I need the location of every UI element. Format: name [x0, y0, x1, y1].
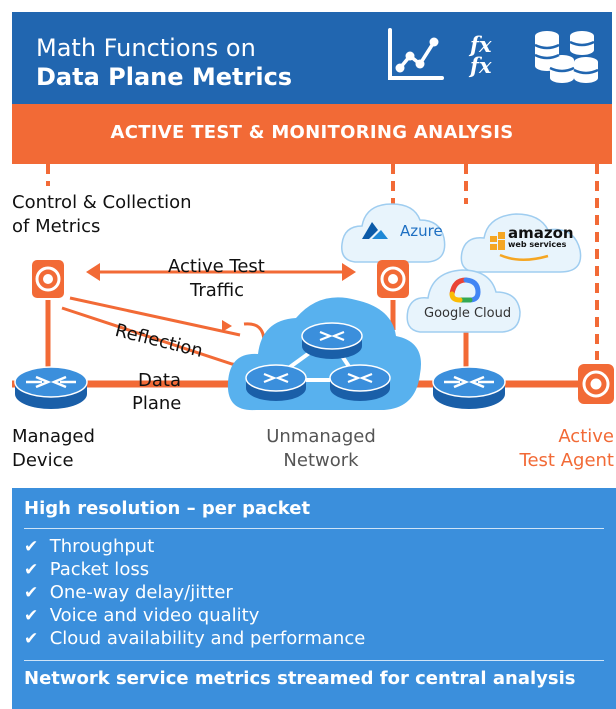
metrics-list: ✔ Throughput ✔ Packet loss ✔ One-way del… [24, 536, 365, 651]
agent-label-line2: Test Agent [519, 450, 614, 471]
list-item: ✔ Packet loss [24, 559, 365, 582]
network-router-icon [245, 364, 307, 401]
check-icon: ✔ [24, 606, 39, 626]
google-cloud-label: Google Cloud [424, 306, 512, 321]
agent-label-line1: Active [558, 426, 614, 447]
panel-footer: Network service metrics streamed for cen… [24, 668, 576, 689]
amazon-label: amazon web services [508, 224, 574, 250]
amazon-label-main: amazon [508, 224, 574, 242]
header-banner: Math Functions on Data Plane Metrics fx … [12, 12, 612, 104]
managed-router-icon [14, 366, 88, 409]
fx-label-top: fx [470, 32, 492, 57]
active-test-label-line2: Traffic [190, 280, 245, 301]
fx-formula-icon: fx fx [470, 34, 492, 76]
azure-label: Azure [400, 222, 443, 240]
data-plane-label-line1: Data [138, 370, 181, 391]
managed-label-line2: Device [12, 450, 74, 471]
control-label-line2: of Metrics [12, 216, 101, 237]
list-item-label: Packet loss [49, 559, 150, 580]
fx-label-bottom: fx [470, 53, 492, 78]
data-plane-label-line2: Plane [132, 393, 182, 414]
control-agent-icon [32, 260, 64, 298]
panel-heading: High resolution – per packet [24, 498, 311, 519]
header-title-line2: Data Plane Metrics [36, 63, 293, 91]
check-icon: ✔ [24, 560, 39, 580]
metrics-panel: High resolution – per packet ✔ Throughpu… [12, 488, 616, 709]
amazon-cloud [460, 213, 582, 273]
line-chart-icon [388, 28, 444, 80]
list-item-label: Voice and video quality [49, 605, 260, 626]
unmanaged-label-line1: Unmanaged [266, 426, 376, 447]
header-title-line1: Math Functions on [36, 34, 256, 62]
cloud-agent-icon [377, 260, 409, 298]
list-item-label: Throughput [49, 536, 155, 557]
database-stack-icon [534, 31, 599, 83]
check-icon: ✔ [24, 629, 39, 649]
banner-label: ACTIVE TEST & MONITORING ANALYSIS [110, 122, 514, 143]
unmanaged-label-line2: Network [283, 450, 359, 471]
list-item: ✔ One-way delay/jitter [24, 582, 365, 605]
control-label-line1: Control & Collection [12, 192, 192, 213]
list-item: ✔ Voice and video quality [24, 605, 365, 628]
edge-router-icon [432, 366, 506, 409]
active-test-agent-icon [578, 364, 614, 404]
list-item-label: One-way delay/jitter [49, 582, 233, 603]
amazon-logo-icon [490, 232, 549, 261]
network-router-icon [301, 322, 363, 359]
list-item-label: Cloud availability and performance [49, 628, 366, 649]
azure-cloud [341, 203, 446, 263]
network-router-icon [329, 364, 391, 401]
azure-logo-icon [362, 222, 388, 239]
google-cloud-logo-icon [449, 277, 481, 303]
list-item: ✔ Cloud availability and performance [24, 628, 365, 651]
amazon-label-sub: web services [508, 240, 567, 249]
active-test-label-line1: Active Test [168, 256, 265, 277]
check-icon: ✔ [24, 537, 39, 557]
check-icon: ✔ [24, 583, 39, 603]
active-test-arrow [86, 263, 356, 281]
list-item: ✔ Throughput [24, 536, 365, 559]
panel-divider-top [24, 528, 604, 529]
panel-divider-bottom [24, 660, 604, 661]
managed-label-line1: Managed [12, 426, 95, 447]
analysis-banner: ACTIVE TEST & MONITORING ANALYSIS [12, 104, 612, 164]
